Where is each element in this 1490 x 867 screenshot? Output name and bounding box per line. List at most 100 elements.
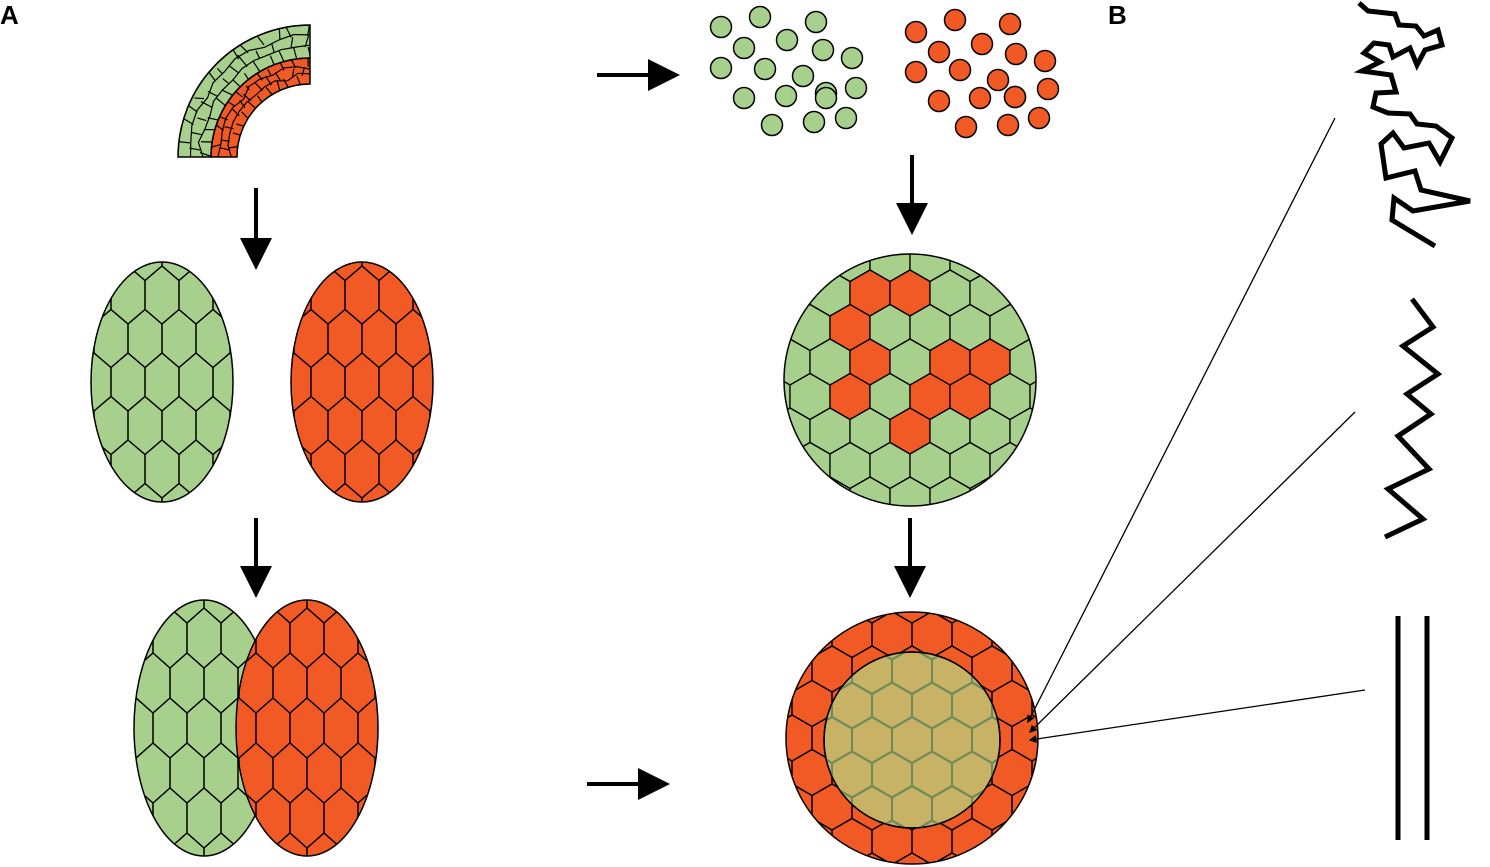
orange-cell (943, 8, 967, 32)
green-cell (753, 57, 777, 81)
orange-cell (998, 12, 1022, 36)
cell-border (307, 25, 310, 37)
green-cell (784, 269, 811, 317)
orange-cell (948, 58, 972, 82)
cell-border (269, 55, 275, 65)
cell-border (317, 67, 319, 75)
green-cell (134, 652, 137, 714)
mixed-aggregate (783, 253, 1150, 507)
orange-cell (968, 86, 992, 110)
green-cell (844, 76, 868, 100)
cell-border (312, 36, 316, 47)
orange-cell (786, 852, 813, 864)
orange-cell (1027, 106, 1051, 130)
orange-cell (786, 817, 793, 864)
green-cell (229, 395, 233, 456)
orange-cell (293, 482, 329, 502)
interface-callouts (1027, 117, 1366, 743)
orange-cell (340, 832, 376, 856)
orange-cell (429, 308, 433, 369)
green-cell (709, 15, 733, 39)
panel-label-b: B (1108, 0, 1127, 30)
cell-border (235, 123, 244, 127)
green-cell (93, 482, 129, 502)
green-cell (91, 395, 95, 456)
green-cell (134, 600, 137, 624)
orange-cell (291, 308, 295, 369)
orange-cell (374, 832, 378, 856)
orange-cell (786, 748, 793, 797)
green-cell (784, 476, 811, 506)
green-cell (229, 482, 233, 502)
orange-cell (1031, 748, 1038, 797)
cell-border (219, 116, 228, 121)
orange-cell (1011, 852, 1038, 864)
green-cell (1090, 270, 1130, 316)
cell-border (255, 71, 263, 81)
orange-cell (291, 482, 295, 502)
green-cell (748, 5, 772, 29)
cell-border (197, 117, 207, 122)
orange-cell (954, 115, 978, 139)
green-cell (760, 113, 784, 137)
green-cell (1070, 374, 1110, 420)
cell-border (279, 62, 285, 71)
cell-border (265, 86, 273, 95)
cell-border (207, 90, 219, 98)
green-cell (1110, 305, 1150, 351)
cell-border (293, 47, 298, 60)
green-cell (135, 832, 171, 856)
rough-interface (1353, 1, 1471, 249)
cell-border (227, 72, 310, 157)
orange-cell (927, 40, 951, 64)
orange-aggregate (290, 261, 434, 503)
orange-cell (293, 262, 329, 282)
cell-border (207, 117, 219, 121)
orange-cell (970, 32, 994, 56)
cell-border (301, 66, 306, 76)
cell-border (189, 33, 310, 157)
sorted-aggregate (785, 611, 1039, 865)
tissue-arc (177, 24, 319, 160)
cell-border (232, 79, 241, 88)
orange-cell (786, 612, 813, 624)
orange-cell (811, 612, 853, 624)
green-cell (834, 106, 858, 130)
green-cell (195, 262, 231, 282)
green-cell (195, 482, 231, 502)
green-cell (237, 832, 273, 856)
cell-border (178, 159, 189, 160)
orange-cell (429, 262, 433, 282)
cell-border (211, 58, 310, 157)
green-cell (732, 36, 756, 60)
cell-border (228, 64, 240, 74)
orange-cell (374, 600, 378, 624)
tissue-arc-green-cells (178, 25, 316, 160)
green-cell (229, 262, 233, 282)
cell-border (245, 85, 250, 91)
green-cell (91, 262, 95, 282)
orange-cell (429, 395, 433, 456)
green-cell (775, 28, 799, 52)
callout-line-zigzag (1029, 411, 1356, 733)
cell-border (271, 43, 275, 54)
orange-cell (1011, 612, 1038, 624)
green-cell (1050, 339, 1090, 385)
green-cell (732, 86, 756, 110)
cell-border (227, 101, 236, 107)
cell-border (224, 126, 234, 130)
green-cell (784, 441, 791, 490)
cell-border (217, 66, 310, 157)
orange-cell (811, 852, 853, 864)
orange-cell (927, 89, 951, 113)
orange-cell (395, 482, 431, 502)
green-cell (134, 742, 137, 804)
cell-border (278, 50, 285, 62)
cell-border (186, 103, 198, 113)
cell-border (278, 29, 281, 40)
green-cell (1050, 270, 1090, 316)
cell-border (304, 35, 310, 48)
cell-border (264, 75, 272, 86)
green-cell (784, 254, 791, 283)
orange-cell (786, 679, 793, 728)
